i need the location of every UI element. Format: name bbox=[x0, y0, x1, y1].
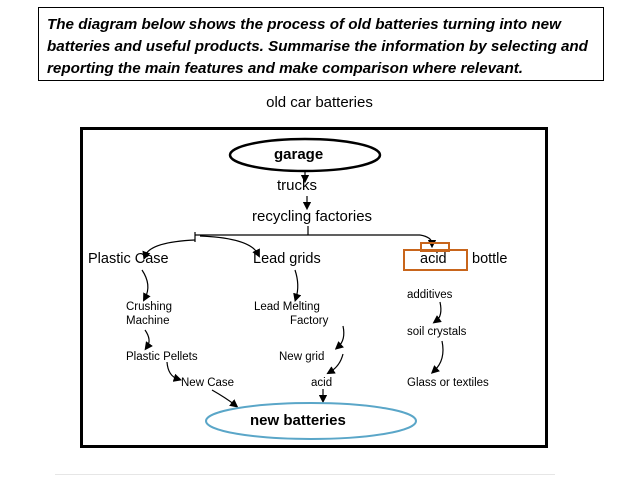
node-lead-melting-line2: Factory bbox=[290, 315, 329, 327]
arrow-case-crushing bbox=[141, 269, 151, 302]
arrow-grids-melting bbox=[293, 269, 302, 303]
arrow-soil-glass bbox=[430, 340, 444, 374]
arrow-newgrid-acid bbox=[326, 353, 344, 375]
node-new-grid: New grid bbox=[279, 351, 325, 363]
arrow-to-lead-grids bbox=[199, 235, 260, 258]
node-crushing-line2: Machine bbox=[126, 315, 170, 327]
node-crushing-line1: Crushing bbox=[126, 301, 173, 313]
arrow-melting-newgrid bbox=[334, 325, 345, 350]
diagram-caption: old car batteries bbox=[266, 94, 373, 111]
node-plastic-pellets: Plastic Pellets bbox=[126, 351, 198, 363]
acid-box bbox=[403, 249, 468, 271]
node-recycling-factories: recycling factories bbox=[252, 208, 373, 225]
node-additives: additives bbox=[407, 289, 453, 301]
node-bottle: bottle bbox=[472, 251, 508, 267]
arrow-additives-soil bbox=[432, 301, 442, 324]
arrow-crushing-pellets bbox=[144, 329, 153, 351]
arrow-to-plastic-case bbox=[142, 239, 196, 260]
bottom-divider bbox=[55, 474, 555, 475]
node-lead-melting-line1: Lead Melting bbox=[254, 301, 320, 313]
arrow-newcase-batteries bbox=[211, 389, 239, 408]
prompt-line-3: reporting the main features and make com… bbox=[47, 60, 524, 77]
node-trucks: trucks bbox=[277, 177, 318, 194]
garage-ellipse bbox=[228, 137, 382, 173]
node-soil-crystals: soil crystals bbox=[407, 326, 467, 338]
arrow-pellets-newcase bbox=[166, 361, 183, 382]
diagram-frame bbox=[80, 127, 548, 448]
prompt-line-2: batteries and useful products. Summarise… bbox=[47, 38, 588, 55]
node-acid: acid bbox=[420, 251, 447, 267]
node-garage: garage bbox=[274, 146, 324, 163]
node-lead-grids: Lead grids bbox=[253, 251, 321, 267]
node-new-batteries: new batteries bbox=[250, 412, 346, 429]
new-batteries-ellipse bbox=[205, 402, 417, 440]
node-glass-textiles: Glass or textiles bbox=[407, 377, 489, 389]
node-plastic-case: Plastic Case bbox=[88, 251, 169, 267]
prompt-line-1: The diagram below shows the process of o… bbox=[47, 16, 561, 33]
node-new-case: New Case bbox=[181, 377, 235, 389]
task-prompt: The diagram below shows the process of o… bbox=[38, 7, 604, 81]
node-acid-product: acid bbox=[311, 377, 333, 389]
